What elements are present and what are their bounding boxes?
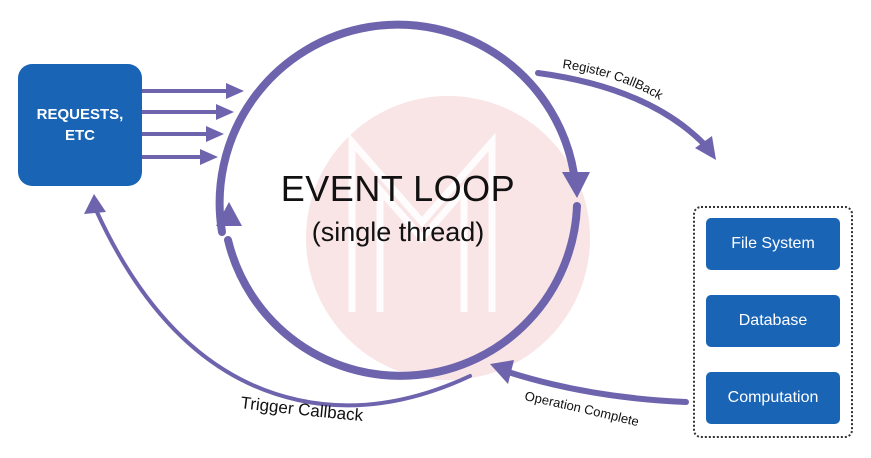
worker-label: Database — [738, 312, 808, 329]
loop-arc-top — [215, 20, 578, 236]
request-arrowhead-2 — [216, 104, 234, 120]
operation-complete-arrowhead — [490, 360, 514, 384]
request-arrowhead-1 — [226, 83, 244, 99]
requests-box: REQUESTS, ETC — [18, 64, 142, 186]
loop-arrowhead-left — [216, 202, 242, 226]
requests-label: REQUESTS, ETC — [36, 106, 124, 144]
trigger-callback-arrowhead — [84, 194, 106, 214]
worker-file-system: File System — [706, 218, 840, 270]
loop-arc-bottom — [224, 202, 581, 380]
trigger-callback-label: Trigger Callback — [240, 393, 365, 425]
request-arrowhead-3 — [206, 126, 224, 142]
request-arrows — [142, 83, 244, 165]
worker-label: Computation — [727, 389, 819, 406]
worker-computation: Computation — [706, 372, 840, 424]
register-callback-arrowhead — [695, 136, 716, 160]
worker-database: Database — [706, 295, 840, 347]
event-loop-subtitle: (single thread) — [311, 217, 485, 247]
event-loop-title: EVENT LOOP — [280, 168, 516, 209]
worker-label: File System — [731, 235, 815, 252]
operation-complete-arrow — [505, 369, 689, 405]
register-callback-arrow — [535, 70, 709, 149]
trigger-callback-arrow — [94, 208, 472, 408]
worker-panel: File System Database Computation — [693, 206, 853, 438]
request-arrowhead-4 — [200, 149, 218, 165]
watermark-logo-icon — [348, 132, 496, 312]
loop-arrowhead-right — [562, 172, 590, 198]
